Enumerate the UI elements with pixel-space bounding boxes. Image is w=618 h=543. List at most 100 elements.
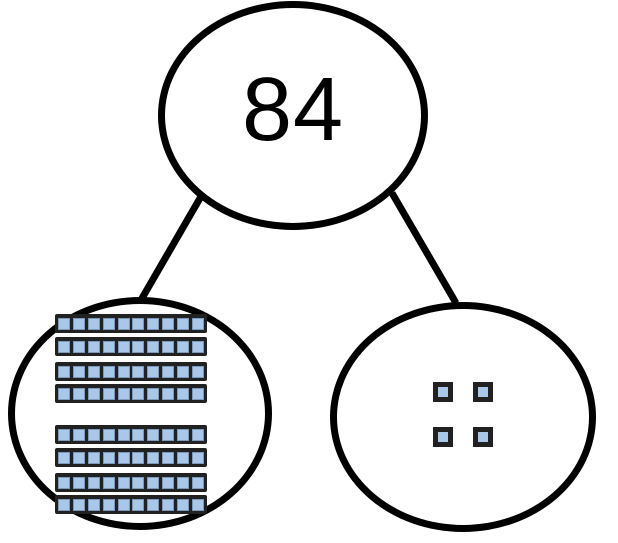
rod-unit-square bbox=[87, 340, 100, 353]
rod-unit-square bbox=[147, 317, 160, 330]
rod-unit-square bbox=[147, 428, 160, 441]
rod-unit-square bbox=[87, 451, 100, 464]
rod-unit-square bbox=[162, 498, 175, 511]
rod-unit-square bbox=[192, 387, 205, 400]
rod-unit-square bbox=[117, 498, 130, 511]
rod-unit-square bbox=[117, 476, 130, 489]
whole-circle: 84 bbox=[158, 1, 428, 230]
rod-unit-square bbox=[147, 498, 160, 511]
rod-unit-square bbox=[102, 387, 115, 400]
rod-unit-square bbox=[177, 451, 190, 464]
rod-unit-square bbox=[162, 340, 175, 353]
rod-unit-square bbox=[162, 476, 175, 489]
rod-unit-square bbox=[177, 387, 190, 400]
rod-unit-square bbox=[162, 451, 175, 464]
ten-rod bbox=[55, 314, 207, 333]
whole-value: 84 bbox=[241, 59, 345, 160]
rod-unit-square bbox=[102, 365, 115, 378]
rod-unit-square bbox=[87, 428, 100, 441]
rod-unit-square bbox=[132, 365, 145, 378]
rod-unit-square bbox=[117, 451, 130, 464]
rod-unit-square bbox=[72, 340, 85, 353]
rod-unit-square bbox=[132, 428, 145, 441]
ones-part-circle bbox=[330, 302, 596, 532]
ten-rod bbox=[55, 384, 207, 403]
rod-unit-square bbox=[57, 317, 70, 330]
rod-unit-square bbox=[102, 476, 115, 489]
rod-unit-square bbox=[147, 387, 160, 400]
rod-unit-square bbox=[192, 340, 205, 353]
rod-unit-square bbox=[102, 340, 115, 353]
rod-unit-square bbox=[117, 387, 130, 400]
ten-rod bbox=[55, 337, 207, 356]
rod-unit-square bbox=[102, 317, 115, 330]
rod-unit-square bbox=[72, 428, 85, 441]
rod-unit-square bbox=[192, 476, 205, 489]
rod-unit-square bbox=[87, 317, 100, 330]
rod-unit-square bbox=[87, 365, 100, 378]
rod-unit-square bbox=[132, 476, 145, 489]
rod-unit-square bbox=[132, 317, 145, 330]
rod-unit-square bbox=[72, 476, 85, 489]
connector-line-left bbox=[137, 191, 207, 302]
rod-unit-square bbox=[132, 451, 145, 464]
connector-line-right bbox=[388, 191, 460, 305]
rod-unit-square bbox=[87, 476, 100, 489]
rod-unit-square bbox=[102, 498, 115, 511]
rod-unit-square bbox=[192, 498, 205, 511]
rod-unit-square bbox=[192, 317, 205, 330]
rod-unit-square bbox=[102, 451, 115, 464]
rod-unit-square bbox=[177, 428, 190, 441]
ten-rod bbox=[55, 362, 207, 381]
rod-unit-square bbox=[192, 428, 205, 441]
rod-unit-square bbox=[117, 365, 130, 378]
rod-unit-square bbox=[72, 387, 85, 400]
ten-rod bbox=[55, 473, 207, 492]
rod-unit-square bbox=[72, 365, 85, 378]
rod-unit-square bbox=[57, 387, 70, 400]
rod-unit-square bbox=[162, 428, 175, 441]
rod-unit-square bbox=[57, 451, 70, 464]
ten-rod bbox=[55, 425, 207, 444]
rod-unit-square bbox=[192, 365, 205, 378]
tens-rods bbox=[55, 314, 207, 514]
rod-unit-square bbox=[117, 428, 130, 441]
rod-unit-square bbox=[72, 317, 85, 330]
rod-unit-square bbox=[102, 428, 115, 441]
one-block bbox=[473, 382, 493, 402]
rod-unit-square bbox=[147, 340, 160, 353]
rod-unit-square bbox=[177, 317, 190, 330]
ten-rod bbox=[55, 495, 207, 514]
ten-rod bbox=[55, 448, 207, 467]
one-block bbox=[433, 382, 453, 402]
rod-unit-square bbox=[117, 317, 130, 330]
rod-unit-square bbox=[57, 340, 70, 353]
rod-unit-square bbox=[147, 451, 160, 464]
rod-unit-square bbox=[87, 387, 100, 400]
rod-unit-square bbox=[72, 498, 85, 511]
rod-unit-square bbox=[87, 498, 100, 511]
rod-unit-square bbox=[132, 498, 145, 511]
rod-unit-square bbox=[72, 451, 85, 464]
rod-unit-square bbox=[192, 451, 205, 464]
rod-unit-square bbox=[147, 365, 160, 378]
rod-unit-square bbox=[57, 498, 70, 511]
rod-unit-square bbox=[162, 365, 175, 378]
rod-unit-square bbox=[132, 387, 145, 400]
ones-units bbox=[433, 382, 493, 447]
rod-unit-square bbox=[117, 340, 130, 353]
rod-unit-square bbox=[162, 317, 175, 330]
rod-unit-square bbox=[177, 340, 190, 353]
rod-unit-square bbox=[57, 476, 70, 489]
one-block bbox=[473, 427, 493, 447]
rod-unit-square bbox=[57, 428, 70, 441]
rod-unit-square bbox=[147, 476, 160, 489]
rod-unit-square bbox=[177, 365, 190, 378]
one-block bbox=[433, 427, 453, 447]
rod-unit-square bbox=[177, 498, 190, 511]
rod-unit-square bbox=[177, 476, 190, 489]
rod-unit-square bbox=[132, 340, 145, 353]
rod-unit-square bbox=[162, 387, 175, 400]
